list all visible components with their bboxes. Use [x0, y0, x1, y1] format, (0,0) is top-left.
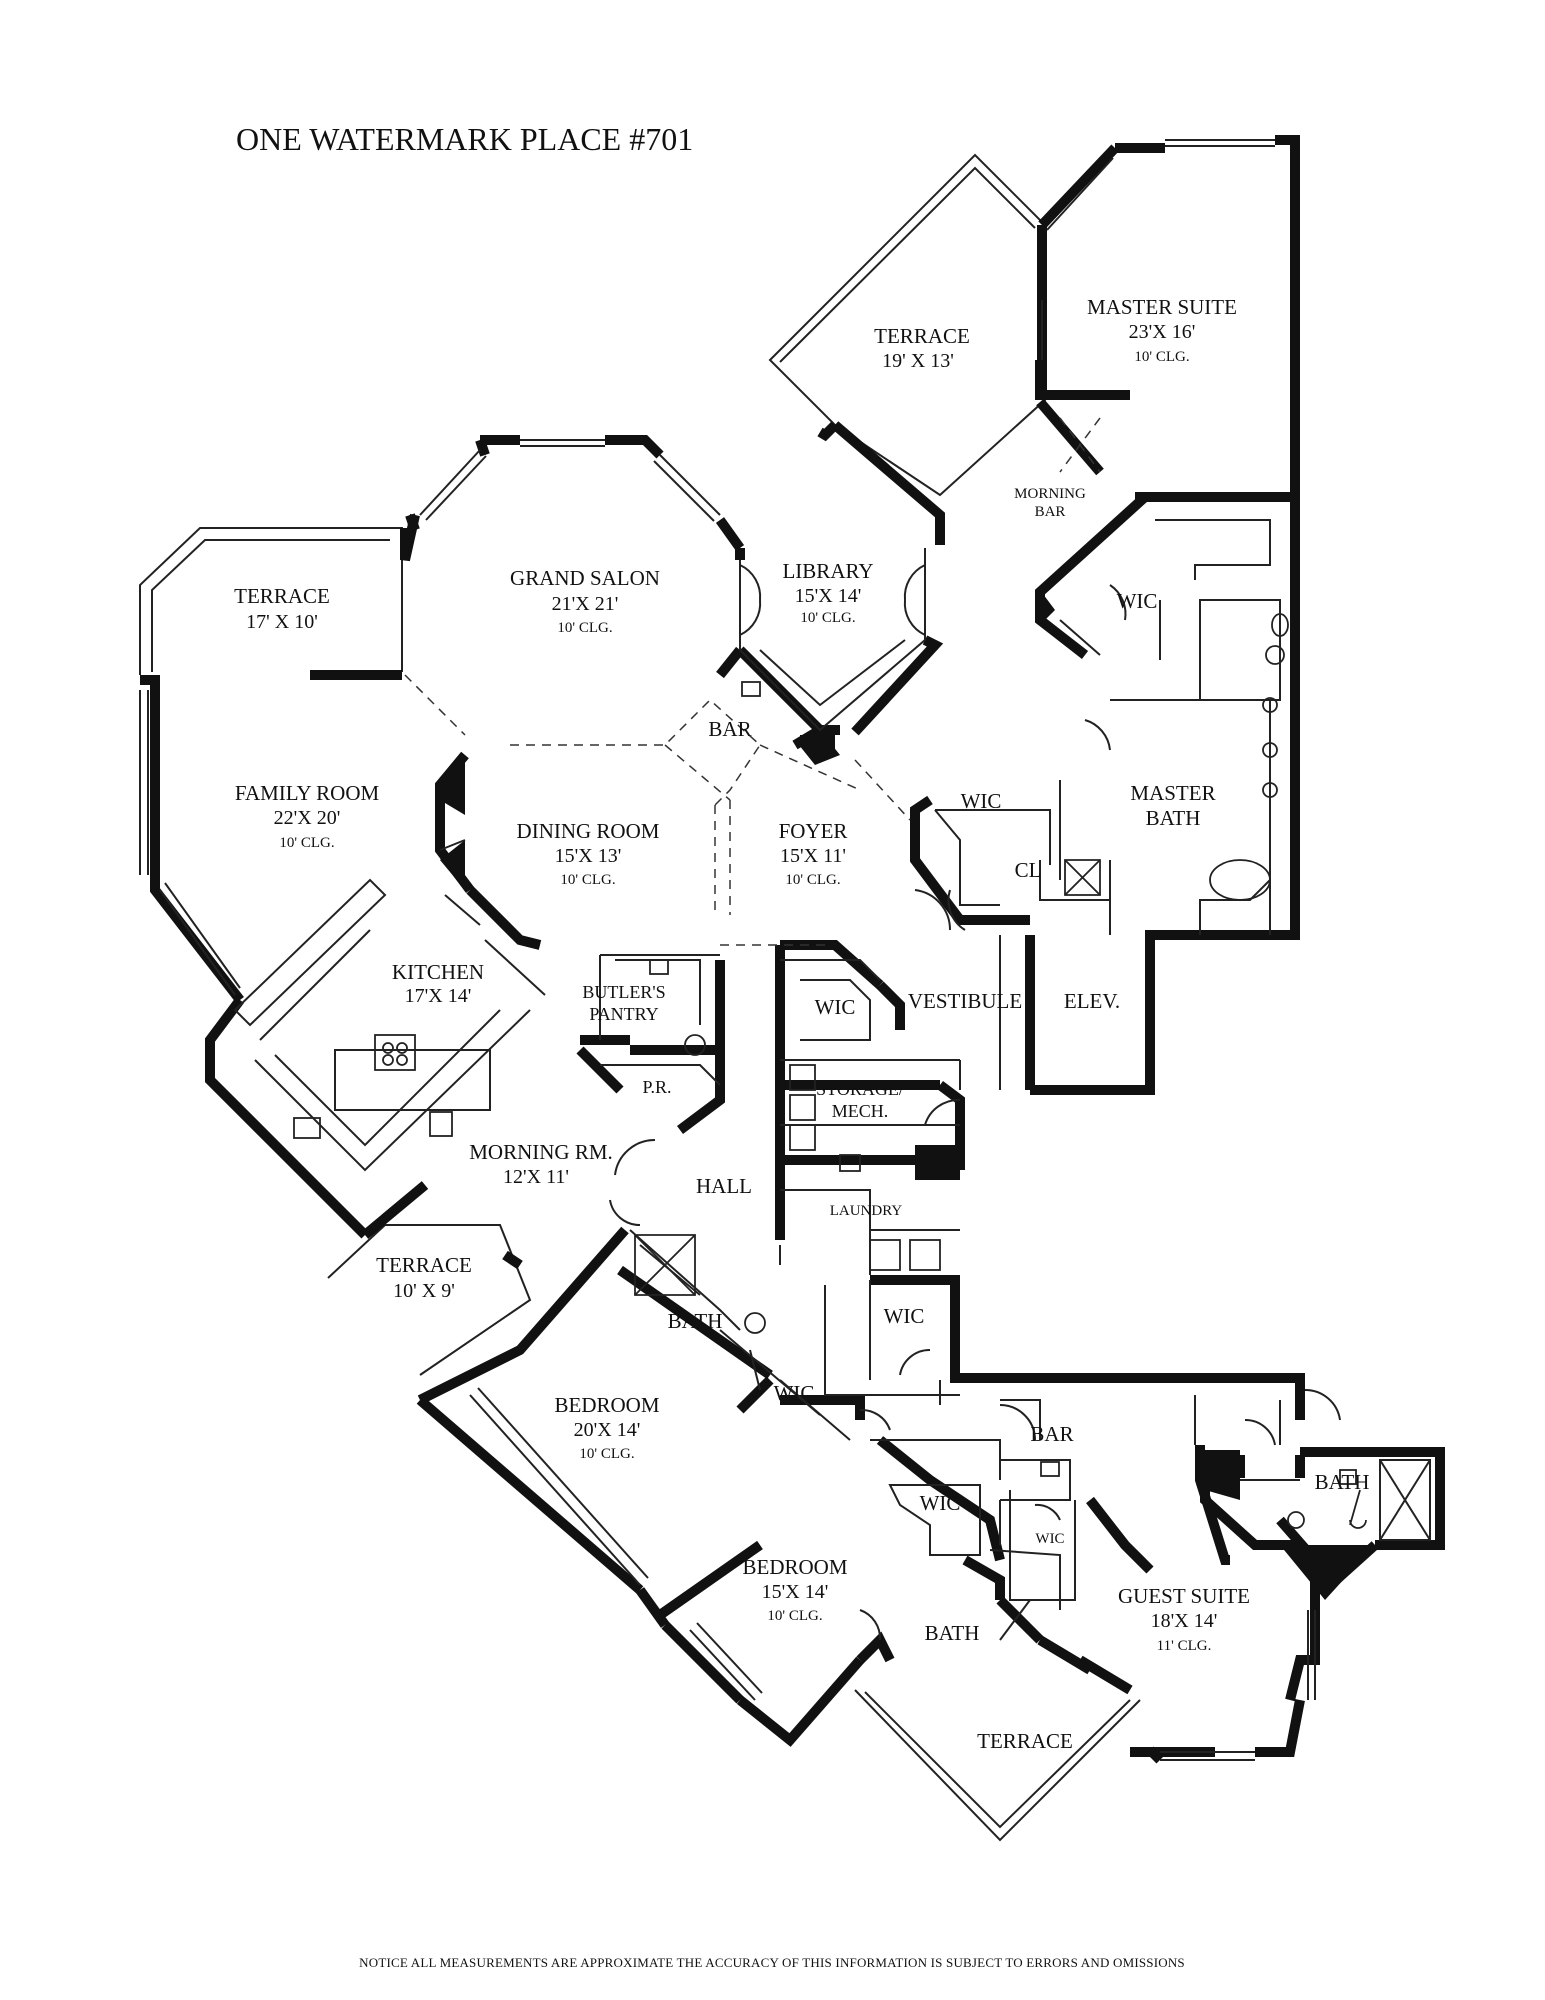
room-name-line1: BUTLER'S: [582, 982, 665, 1002]
kitchen-label: KITCHEN 17'X 14': [392, 960, 484, 1007]
bath-2-label: BATH: [925, 1621, 980, 1645]
room-dims: 19' X 13': [882, 350, 954, 372]
library-label: LIBRARY 15'X 14' 10' CLG.: [782, 559, 873, 626]
door-swings: [609, 564, 1341, 1641]
wic-bath-label: WIC: [961, 789, 1002, 813]
master-suite-label: MASTER SUITE 23'X 16' 10' CLG.: [1087, 295, 1237, 365]
foyer-label: FOYER 15'X 11' 10' CLG.: [779, 819, 848, 888]
room-dims: 15'X 11': [780, 845, 846, 867]
vestibule-label: VESTIBULE: [908, 989, 1022, 1013]
room-ceiling: 10' CLG.: [800, 610, 855, 626]
room-name: DINING ROOM: [517, 819, 660, 843]
room-dims: 12'X 11': [503, 1166, 569, 1188]
cl-label: CL: [1015, 858, 1042, 882]
wall-wedges: [440, 590, 1375, 1600]
room-name-line2: BAR: [1035, 504, 1066, 520]
room-dims: 17' X 10': [246, 611, 318, 633]
room-dims: 10' X 9': [393, 1280, 455, 1302]
family-room-label: FAMILY ROOM 22'X 20' 10' CLG.: [235, 781, 380, 851]
room-dims: 21'X 21': [552, 593, 619, 615]
wic-bed2-label: WIC: [920, 1491, 961, 1515]
pr-label: P.R.: [642, 1077, 671, 1097]
guest-suite-label: GUEST SUITE 18'X 14' 11' CLG.: [1118, 1584, 1250, 1654]
room-name-line1: STORAGE/: [816, 1079, 904, 1099]
room-name: GRAND SALON: [510, 566, 660, 590]
wic-foyer-label: WIC: [815, 995, 856, 1019]
terrace-small-label: TERRACE 10' X 9': [376, 1253, 472, 1302]
room-name: FOYER: [779, 819, 848, 843]
room-dims: 22'X 20': [274, 807, 341, 829]
bar-guest-label: BAR: [1030, 1422, 1073, 1446]
wic-master-label: WIC: [1117, 589, 1158, 613]
morning-bar-label: MORNING BAR: [1014, 486, 1086, 520]
wic-guest-label: WIC: [1035, 1531, 1064, 1547]
walls: [140, 135, 1445, 1764]
room-dims: 15'X 14': [762, 1581, 829, 1603]
room-dims: 23'X 16': [1129, 321, 1196, 343]
room-dims: 18'X 14': [1151, 1610, 1218, 1632]
room-name-line2: BATH: [1146, 806, 1201, 830]
room-ceiling: 10' CLG.: [560, 872, 615, 888]
room-dims: 15'X 13': [555, 845, 622, 867]
notice-text: NOTICE ALL MEASUREMENTS ARE APPROXIMATE …: [359, 1955, 1185, 1970]
room-name-line2: PANTRY: [589, 1004, 658, 1024]
wic-hall-label: WIC: [884, 1304, 925, 1328]
room-name-line1: MORNING: [1014, 486, 1086, 502]
bedroom-2-label: BEDROOM 15'X 14' 10' CLG.: [742, 1555, 847, 1624]
grand-salon-label: GRAND SALON 21'X 21' 10' CLG.: [510, 566, 660, 636]
room-ceiling: 10' CLG.: [557, 620, 612, 636]
room-name: BEDROOM: [554, 1393, 659, 1417]
room-name-line2: MECH.: [832, 1101, 889, 1121]
wic-bed1-label: WIC: [774, 1381, 815, 1405]
room-name: MASTER SUITE: [1087, 295, 1237, 319]
room-name: TERRACE: [234, 584, 330, 608]
terrace-left-label: TERRACE 17' X 10': [234, 584, 330, 633]
storage-label: STORAGE/ MECH.: [816, 1079, 904, 1121]
room-dims: 20'X 14': [574, 1419, 641, 1441]
bath-guest-label: BATH: [1315, 1470, 1370, 1494]
room-labels: TERRACE 19' X 13' MASTER SUITE 23'X 16' …: [234, 295, 1369, 1753]
room-name: FAMILY ROOM: [235, 781, 380, 805]
butlers-pantry-label: BUTLER'S PANTRY: [582, 982, 665, 1024]
bath-1-label: BATH: [668, 1309, 723, 1333]
room-ceiling: 10' CLG.: [767, 1608, 822, 1624]
room-ceiling: 10' CLG.: [785, 872, 840, 888]
bedroom-1-label: BEDROOM 20'X 14' 10' CLG.: [554, 1393, 659, 1462]
dining-room-label: DINING ROOM 15'X 13' 10' CLG.: [517, 819, 660, 888]
bar-center-label: BAR: [708, 717, 751, 741]
room-name-line1: MASTER: [1130, 781, 1215, 805]
master-bath-label: MASTER BATH: [1130, 781, 1215, 830]
room-name: LIBRARY: [782, 559, 873, 583]
room-name: TERRACE: [874, 324, 970, 348]
room-name: TERRACE: [376, 1253, 472, 1277]
room-ceiling: 11' CLG.: [1157, 1638, 1212, 1654]
terrace-bottom-label: TERRACE: [977, 1729, 1073, 1753]
room-ceiling: 10' CLG.: [1134, 349, 1189, 365]
elev-label: ELEV.: [1064, 989, 1120, 1013]
room-ceiling: 10' CLG.: [279, 835, 334, 851]
fixtures: [293, 613, 1367, 1529]
windows: [139, 139, 1316, 1761]
room-dims: 17'X 14': [405, 985, 472, 1007]
terrace-top-label: TERRACE 19' X 13': [874, 324, 970, 372]
room-name: GUEST SUITE: [1118, 1584, 1250, 1608]
hall-label: HALL: [696, 1174, 752, 1198]
morning-rm-label: MORNING RM. 12'X 11': [469, 1140, 613, 1188]
laundry-label: LAUNDRY: [830, 1203, 903, 1219]
room-dims: 15'X 14': [795, 585, 862, 607]
room-ceiling: 10' CLG.: [579, 1446, 634, 1462]
room-name: MORNING RM.: [469, 1140, 613, 1164]
plan-title: ONE WATERMARK PLACE #701: [236, 121, 693, 157]
room-name: BEDROOM: [742, 1555, 847, 1579]
room-name: KITCHEN: [392, 960, 484, 984]
thin-partitions: [233, 417, 1431, 1641]
